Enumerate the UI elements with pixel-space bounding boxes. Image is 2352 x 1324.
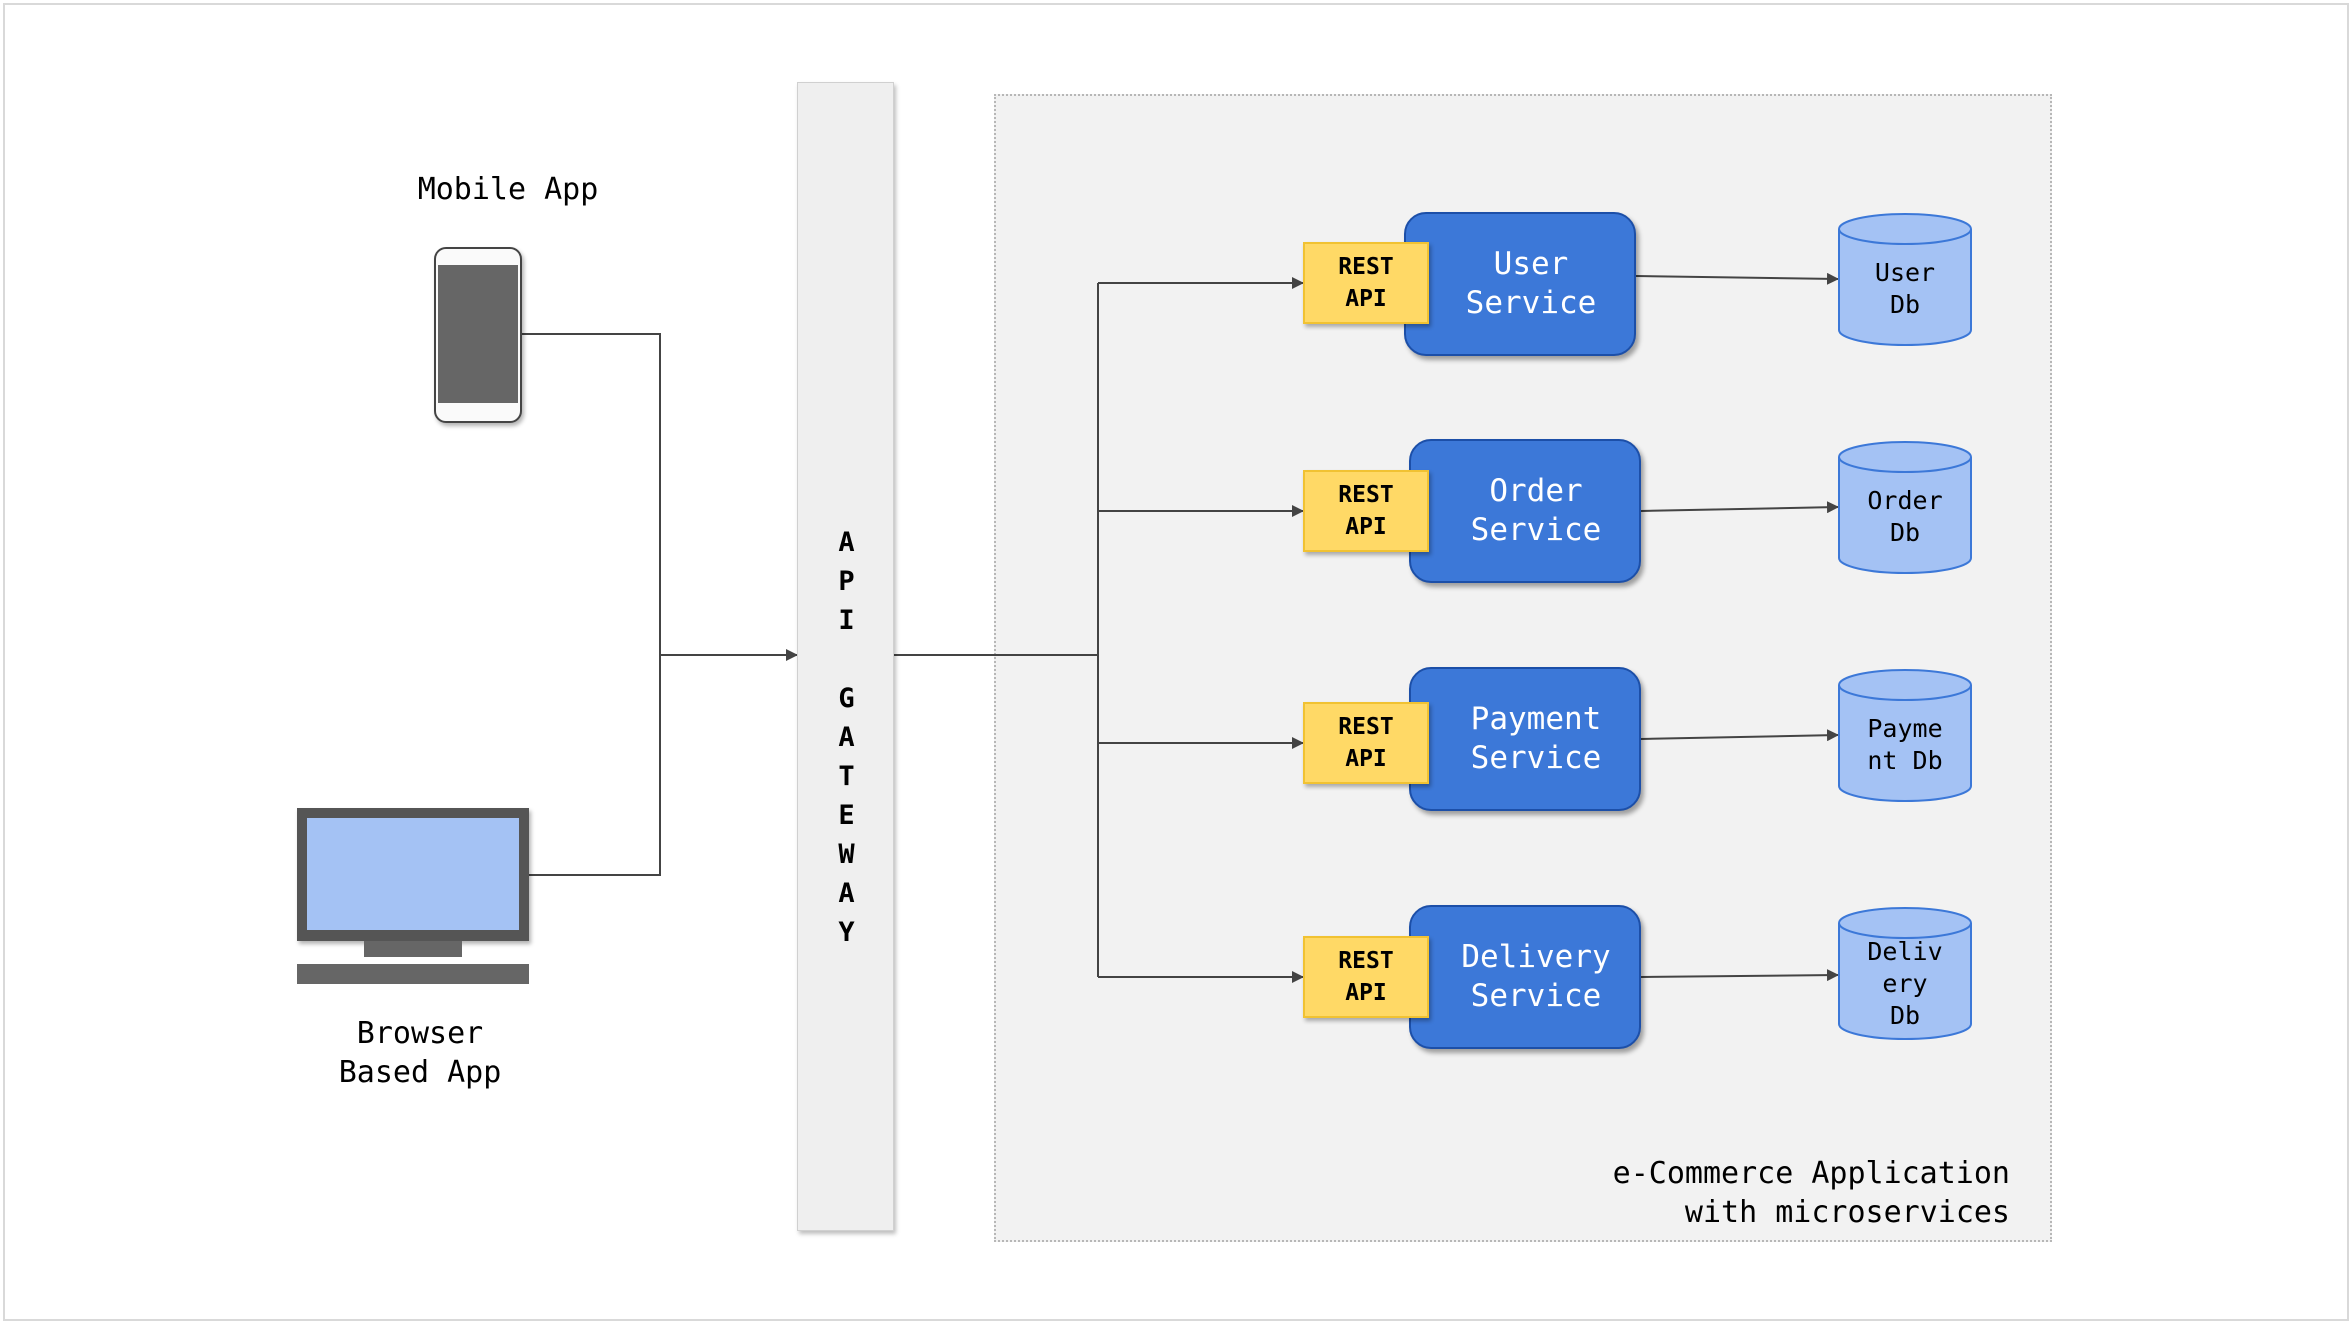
db-delivery	[1838, 907, 1972, 1040]
user-rest-api-label: REST API	[1338, 254, 1394, 312]
payment-rest-api: REST API	[1303, 702, 1429, 784]
user-db-label: User Db	[1874, 258, 1936, 319]
db-order	[1838, 441, 1972, 574]
user-service: User Service	[1404, 212, 1636, 356]
phone-screen	[438, 265, 518, 403]
payment-rest-api-label: REST API	[1338, 714, 1394, 772]
connector-mobile	[522, 333, 661, 655]
delivery-service: Delivery Service	[1409, 905, 1641, 1049]
delivery-db-label: Deliv ery Db	[1867, 937, 1943, 1030]
desktop-monitor-icon	[297, 808, 529, 984]
mobile-app-label: Mobile App	[417, 172, 599, 207]
db-payment	[1838, 669, 1972, 802]
delivery-rest-api-label: REST API	[1338, 948, 1394, 1006]
connector-payment-db	[1640, 729, 1839, 742]
api-gateway: A P I G A T E W A Y	[797, 82, 894, 1231]
monitor-base	[297, 964, 529, 984]
boundary-label: e-Commerce Application with microservice…	[1612, 1156, 2010, 1230]
api-gateway-label: A P I G A T E W A Y	[838, 527, 855, 948]
db-user	[1838, 213, 1972, 346]
order-db-label: Order Db	[1867, 486, 1943, 547]
delivery-service-label: Delivery Service	[1461, 939, 1611, 1014]
connector-user-db	[1635, 272, 1839, 285]
connector-delivery-db	[1640, 969, 1839, 982]
order-service-label: Order Service	[1470, 473, 1602, 548]
order-rest-api: REST API	[1303, 470, 1429, 552]
user-rest-api: REST API	[1303, 242, 1429, 324]
monitor-neck	[364, 941, 462, 957]
user-service-label: User Service	[1465, 246, 1597, 321]
monitor-bezel	[297, 808, 529, 941]
connector-browser	[529, 655, 661, 876]
mobile-phone-icon	[434, 247, 522, 423]
monitor-display	[307, 818, 519, 930]
payment-service: Payment Service	[1409, 667, 1641, 811]
payment-service-label: Payment Service	[1470, 701, 1602, 776]
order-rest-api-label: REST API	[1338, 482, 1394, 540]
order-service: Order Service	[1409, 439, 1641, 583]
browser-app-label: Browser Based App	[338, 1016, 502, 1090]
payment-db-label: Payme nt Db	[1867, 714, 1943, 775]
connector-order-db	[1640, 501, 1839, 514]
delivery-rest-api: REST API	[1303, 936, 1429, 1018]
